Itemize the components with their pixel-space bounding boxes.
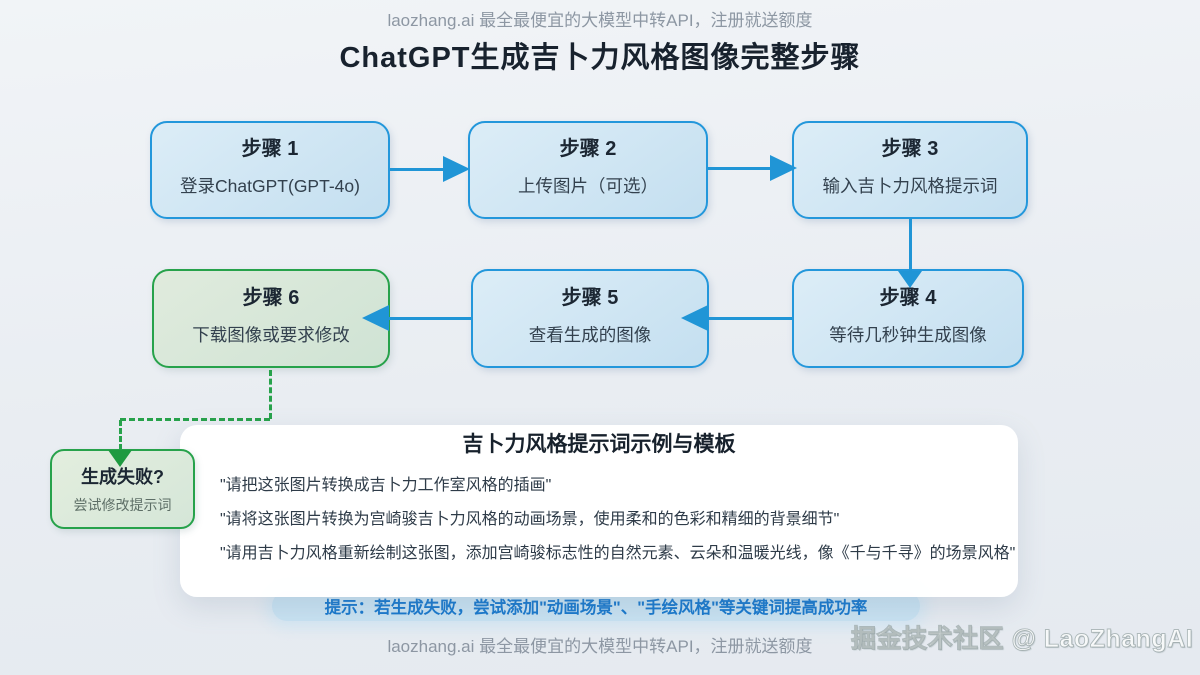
step-box-3: 步骤 3 输入吉卜力风格提示词 (792, 121, 1028, 219)
arrow-line-step1-step2 (390, 167, 448, 171)
step-box-2: 步骤 2 上传图片（可选） (468, 121, 708, 219)
step-5-desc: 查看生成的图像 (528, 324, 652, 345)
arrow-line-step2-step3 (708, 166, 772, 170)
arrow-line-step4-step5 (707, 316, 792, 320)
step-1-title: 步骤 1 (241, 138, 299, 160)
dashed-line-step6-down (268, 370, 272, 419)
arrow-head-step4-step5 (681, 305, 708, 331)
prompt-panel-title: 吉卜力风格提示词示例与模板 (462, 433, 736, 456)
prompt-example-2: "请将这张图片转换为宫崎骏吉卜力风格的动画场景，使用柔和的色彩和精细的背景细节" (220, 511, 840, 528)
step-2-desc: 上传图片（可选） (518, 176, 658, 196)
step-5-title: 步骤 5 (561, 286, 619, 309)
arrow-head-step5-step6 (362, 305, 389, 331)
page-title: ChatGPT生成吉卜力风格图像完整步骤 (339, 42, 861, 74)
prompt-example-1: "请把这张图片转换成吉卜力工作室风格的插画" (220, 477, 552, 494)
step-3-desc: 输入吉卜力风格提示词 (822, 176, 998, 196)
step-box-6: 步骤 6 下载图像或要求修改 (152, 269, 390, 368)
step-6-title: 步骤 6 (242, 286, 300, 309)
fail-box-title: 生成失败? (81, 467, 164, 487)
step-3-title: 步骤 3 (881, 138, 939, 160)
arrow-line-step3-step4 (908, 219, 912, 272)
header-promo-text: laozhang.ai 最全最便宜的大模型中转API，注册就送额度 (387, 11, 813, 30)
step-1-desc: 登录ChatGPT(GPT-4o) (180, 176, 360, 196)
step-box-5: 步骤 5 查看生成的图像 (471, 269, 709, 368)
step-6-desc: 下载图像或要求修改 (192, 324, 350, 345)
footer-promo-text: laozhang.ai 最全最便宜的大模型中转API，注册就送额度 (387, 637, 813, 656)
step-4-desc: 等待几秒钟生成图像 (829, 324, 987, 345)
fail-box-desc: 尝试修改提示词 (73, 497, 172, 513)
arrow-head-step1-step2 (443, 156, 470, 182)
step-4-title: 步骤 4 (879, 286, 937, 309)
step-2-title: 步骤 2 (559, 138, 617, 160)
tip-text: 提示：若生成失败，尝试添加"动画场景"、"手绘风格"等关键词提高成功率 (324, 599, 868, 617)
watermark-text: 掘金技术社区 @ LaoZhangAI (851, 625, 1194, 654)
arrow-head-step3-step4 (898, 271, 922, 288)
dashed-line-to-failbox (118, 420, 122, 450)
arrow-head-step2-step3 (770, 155, 797, 181)
dashed-line-horizontal (120, 418, 270, 421)
arrow-line-step5-step6 (388, 316, 471, 320)
dashed-arrow-head (108, 450, 132, 467)
prompt-example-3: "请用吉卜力风格重新绘制这张图，添加宫崎骏标志性的自然元素、云朵和温暖光线，像《… (220, 545, 1016, 562)
prompt-panel (180, 425, 1018, 597)
step-box-1: 步骤 1 登录ChatGPT(GPT-4o) (150, 121, 390, 219)
